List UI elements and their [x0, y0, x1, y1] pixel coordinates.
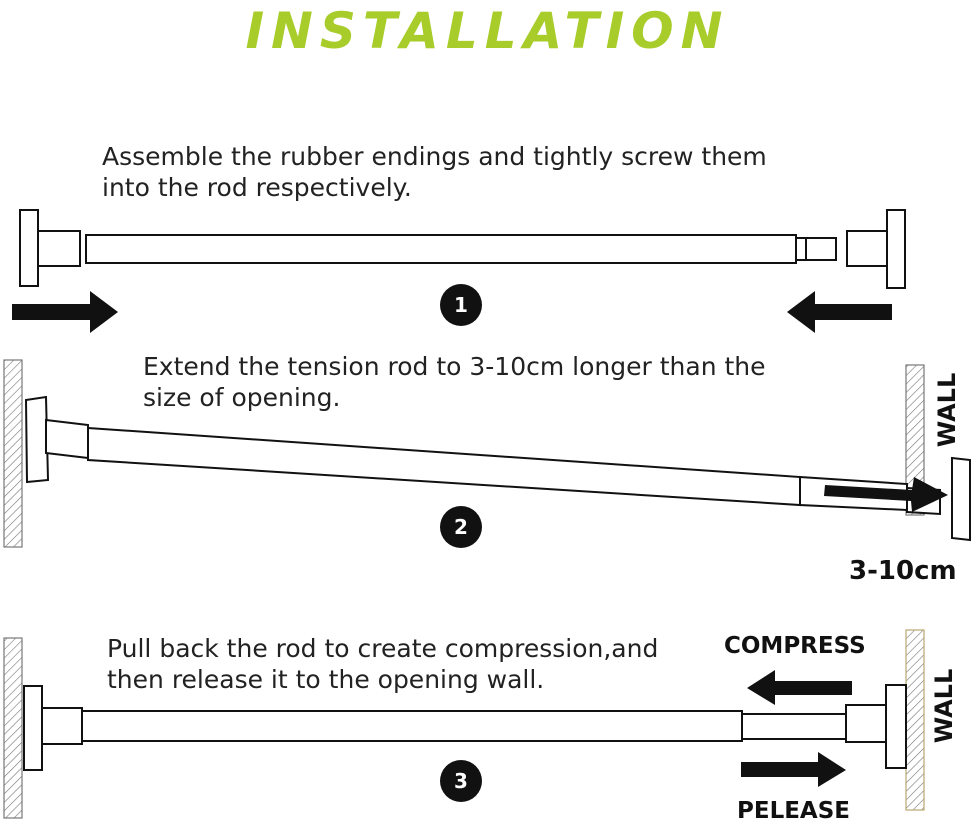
- step3-diagram: COMPRESS PELEASE WALL 3: [3, 629, 958, 824]
- step1-instruction: Assemble the rubber endings and tightly …: [102, 141, 767, 203]
- left-wall: [3, 359, 23, 548]
- step1-number-badge: 1: [440, 284, 482, 326]
- arrow-right-icon: [12, 291, 118, 333]
- step1-line1: Assemble the rubber endings and tightly …: [102, 142, 767, 171]
- step1-diagram: 1: [12, 209, 906, 333]
- arrow-left-icon: [787, 291, 892, 333]
- left-wall: [3, 637, 23, 819]
- extended-rod: [24, 395, 971, 542]
- step3-line1: Pull back the rod to create compression,…: [107, 634, 659, 663]
- step3-number: 3: [454, 769, 468, 793]
- compress-label: COMPRESS: [724, 633, 866, 659]
- right-rubber-end: [846, 209, 906, 289]
- page-title: INSTALLATION: [245, 2, 730, 60]
- step2-line2: size of opening.: [143, 383, 341, 412]
- step3-number-badge: 3: [440, 760, 482, 802]
- step2-diagram: WALL 3-10cm 2: [3, 359, 971, 586]
- compress-arrow-icon: [747, 670, 852, 705]
- right-wall: [905, 364, 925, 516]
- step2-number-badge: 2: [440, 506, 482, 548]
- step1-number: 1: [454, 293, 468, 317]
- step1-line2: into the rod respectively.: [102, 173, 412, 202]
- wall-label: WALL: [933, 373, 961, 448]
- left-rubber-end: [19, 209, 81, 287]
- step2-instruction: Extend the tension rod to 3-10cm longer …: [143, 351, 766, 413]
- step2-number: 2: [454, 515, 468, 539]
- step3-instruction: Pull back the rod to create compression,…: [107, 633, 658, 695]
- release-arrow-icon: [741, 752, 846, 787]
- extend-arrow-icon: [824, 477, 948, 512]
- rod-main-tube: [85, 234, 837, 264]
- installed-rod: [23, 684, 907, 771]
- wall-label: WALL: [930, 669, 958, 744]
- measure-label: 3-10cm: [849, 556, 957, 586]
- right-wall: [905, 629, 925, 811]
- release-label: PELEASE: [737, 798, 850, 824]
- step3-line2: then release it to the opening wall.: [107, 665, 545, 694]
- step2-line1: Extend the tension rod to 3-10cm longer …: [143, 352, 766, 381]
